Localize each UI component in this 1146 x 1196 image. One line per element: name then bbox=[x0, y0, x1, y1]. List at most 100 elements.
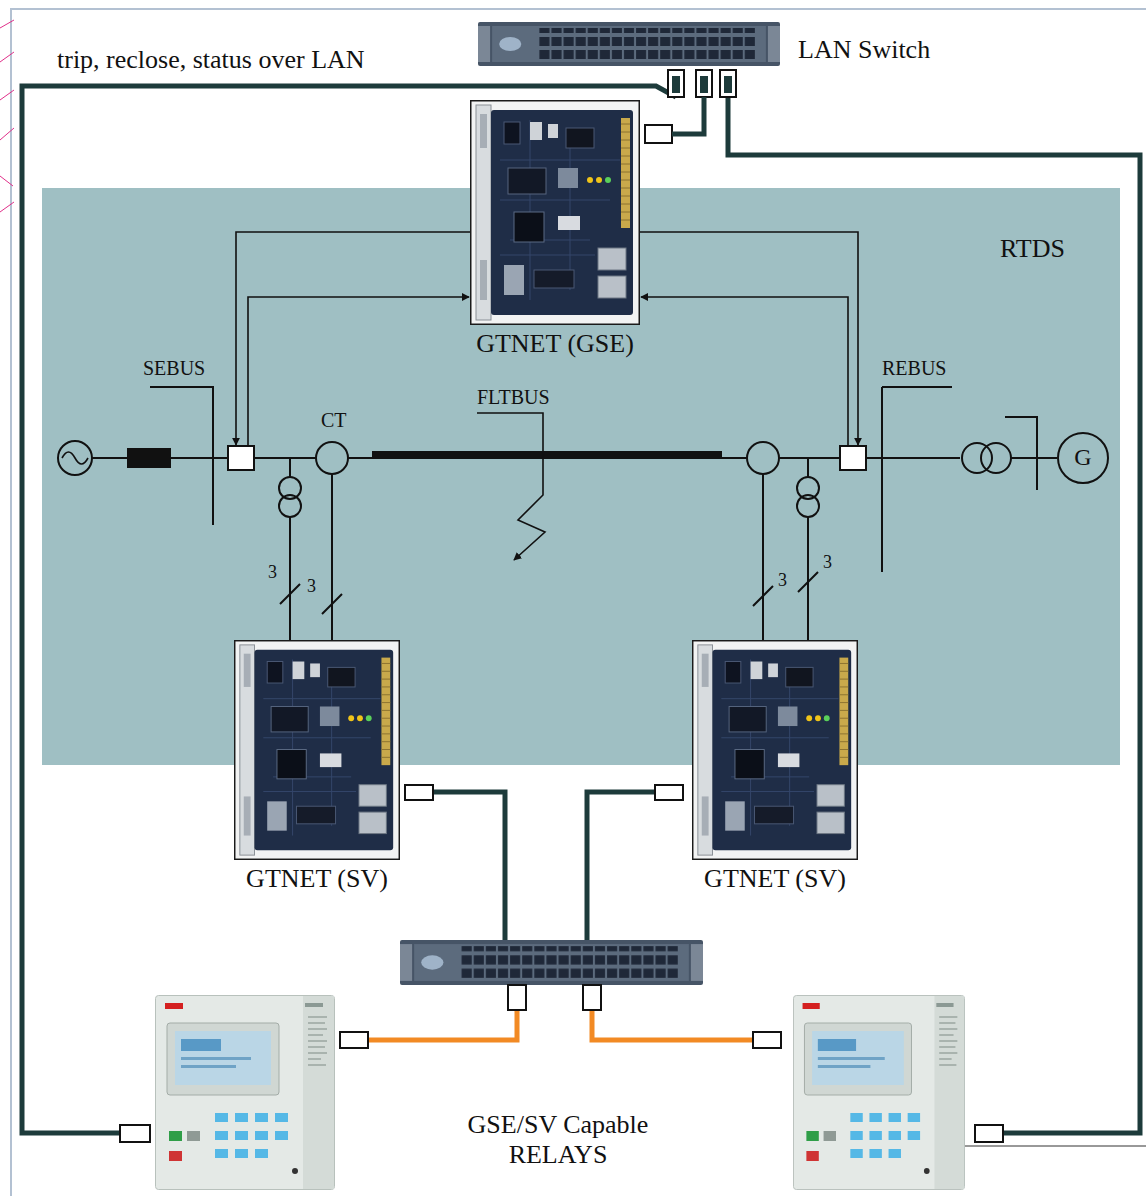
relay-picture bbox=[793, 996, 964, 1190]
one-line-diagram bbox=[1011, 457, 1057, 459]
one-line-diagram bbox=[150, 387, 213, 525]
port-core bbox=[724, 76, 732, 93]
thin-wire bbox=[940, 1146, 1146, 1147]
phase-count: 3 bbox=[268, 562, 277, 582]
port-core bbox=[672, 76, 732, 93]
one-line-diagram bbox=[762, 474, 764, 640]
orange-wiring bbox=[592, 1010, 753, 1040]
one-line-diagram bbox=[279, 495, 301, 517]
text-slot: GTNET (SV) bbox=[246, 864, 388, 894]
one-line-diagram bbox=[372, 451, 722, 459]
port-box bbox=[405, 785, 433, 800]
one-line-diagram bbox=[962, 443, 992, 473]
gtnet-sv-card: GTNET (SV) bbox=[652, 638, 862, 898]
one-line-diagram bbox=[981, 443, 1011, 473]
text-slot: RTDS bbox=[1000, 234, 1065, 264]
gse-signal-arrows bbox=[248, 297, 469, 446]
one-line-diagram bbox=[807, 458, 809, 640]
one-line-diagram bbox=[840, 446, 866, 470]
port-box bbox=[720, 70, 736, 97]
label-slot: REBUS bbox=[882, 357, 946, 380]
gse-signal-arrows bbox=[236, 232, 858, 446]
lan-cable bbox=[672, 97, 704, 134]
lan-switch-symbol bbox=[400, 940, 703, 985]
port-box bbox=[340, 1032, 368, 1048]
lan-wiring bbox=[433, 792, 505, 940]
phase-count: 3 bbox=[823, 552, 832, 572]
label-slot: 3 bbox=[778, 570, 787, 591]
gtnet-sv-card: GTNET (SV) bbox=[230, 638, 436, 898]
port-box bbox=[583, 985, 601, 1010]
bus-name: FLTBUS bbox=[477, 386, 550, 408]
one-line-diagram bbox=[289, 458, 291, 640]
node-label: GTNET (GSE) bbox=[476, 329, 634, 358]
relay-picture bbox=[156, 996, 335, 1190]
gse-signal-arrows bbox=[641, 297, 848, 446]
slide-frame bbox=[0, 9, 1146, 1196]
lan-switch: LAN Switch bbox=[476, 18, 966, 97]
node-label: GTNET (SV) bbox=[246, 864, 388, 893]
one-line-diagram bbox=[316, 442, 348, 474]
label-slot: 3 bbox=[268, 562, 277, 583]
label-slot: GSE/SV Capable RELAYS bbox=[438, 1110, 678, 1170]
slide-frame bbox=[11, 9, 1146, 1196]
port-core bbox=[700, 76, 708, 93]
one-line-diagram bbox=[254, 457, 316, 459]
gtnet-card-picture bbox=[693, 641, 858, 860]
orange-wiring bbox=[368, 1010, 517, 1040]
port-box bbox=[696, 70, 712, 97]
text-slot: LAN Switch bbox=[798, 35, 930, 65]
label-slot: FLTBUS bbox=[477, 386, 550, 409]
one-line-diagram bbox=[62, 452, 88, 464]
lan-wiring bbox=[587, 792, 655, 940]
one-line-diagram bbox=[747, 442, 779, 474]
label-slot: 3 bbox=[823, 552, 832, 573]
label-slot: trip, reclose, status over LAN bbox=[57, 45, 365, 75]
text-slot: GTNET (SV) bbox=[704, 864, 846, 894]
port-box bbox=[655, 785, 683, 800]
wire-note: trip, reclose, status over LAN bbox=[57, 45, 365, 74]
gtnet-card-picture bbox=[471, 101, 640, 325]
one-line-diagram bbox=[92, 457, 128, 459]
port-box bbox=[668, 70, 684, 97]
text-slot: GTNET (GSE) bbox=[476, 329, 634, 359]
one-line-diagram bbox=[1005, 417, 1037, 490]
gtnet-gse-card: GTNET (GSE) bbox=[466, 100, 672, 362]
one-line-diagram bbox=[58, 387, 1057, 640]
port-box bbox=[120, 1125, 150, 1142]
bus-name: REBUS bbox=[882, 357, 946, 379]
label-slot: SEBUS bbox=[143, 357, 205, 380]
lan-wiring bbox=[22, 86, 1140, 1133]
lan-wiring bbox=[728, 97, 1140, 1133]
bus-name: SEBUS bbox=[143, 357, 205, 379]
one-line-diagram bbox=[228, 446, 254, 470]
port-box bbox=[508, 985, 526, 1010]
lan-switch-symbol bbox=[478, 22, 780, 66]
one-line-diagram bbox=[58, 441, 92, 475]
gse-signal-arrows bbox=[640, 232, 858, 445]
port-box bbox=[753, 1032, 781, 1048]
phase-count: 3 bbox=[778, 570, 787, 590]
one-line-diagram bbox=[477, 413, 545, 560]
node-label: RTDS bbox=[1000, 234, 1065, 263]
port-box bbox=[975, 1125, 1003, 1142]
phase-count: 3 bbox=[307, 576, 316, 596]
one-line-diagram bbox=[866, 457, 960, 459]
rtds-band: RTDS G bbox=[42, 188, 1120, 765]
one-line-diagram bbox=[882, 387, 952, 572]
one-line-diagram bbox=[128, 449, 170, 467]
one-line-diagram bbox=[779, 457, 840, 459]
slide-frame bbox=[0, 20, 14, 212]
orange-wiring bbox=[368, 1010, 753, 1040]
label-slot: 3 bbox=[307, 576, 316, 597]
one-line-diagram bbox=[797, 495, 819, 517]
one-line-diagram bbox=[280, 572, 818, 614]
node-label: LAN Switch bbox=[798, 35, 930, 64]
port-box bbox=[120, 70, 1003, 1142]
generator-circle: G bbox=[1057, 432, 1109, 484]
port-core bbox=[672, 76, 680, 93]
gtnet-card-picture bbox=[235, 641, 400, 860]
ct-name: CT bbox=[321, 409, 347, 431]
